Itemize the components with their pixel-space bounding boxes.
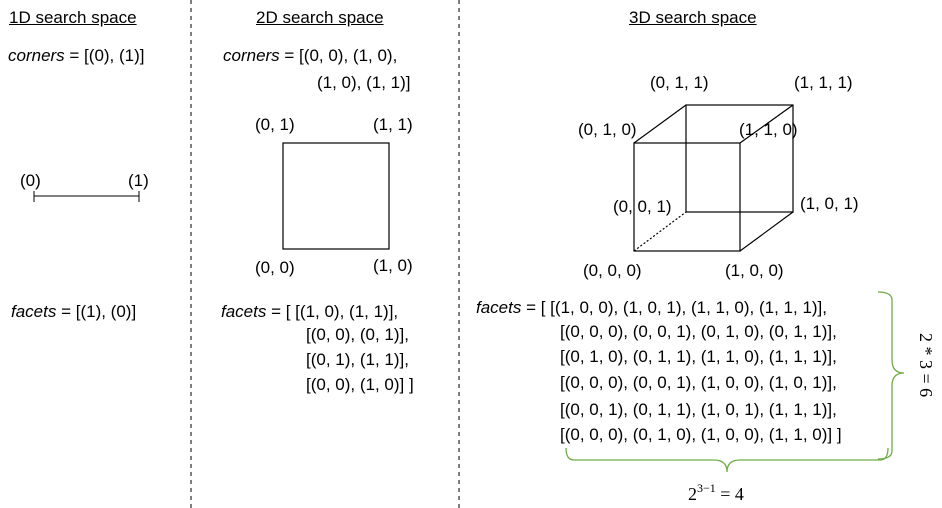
brace-rows xyxy=(877,291,905,460)
cols-count-exponent: 3−1 xyxy=(697,481,716,495)
two-d-corners-line2: (1, 0), (1, 1)] xyxy=(317,73,411,92)
three-d-vertex-101: (1, 0, 1) xyxy=(800,194,859,213)
cols-count-base: 2 xyxy=(688,484,697,504)
two-d-corners-line1: = [(0, 0), (1, 0), xyxy=(279,46,398,65)
three-d-vertex-011: (0, 1, 1) xyxy=(650,73,709,92)
cols-count-formula: 23−1 = 4 xyxy=(688,481,744,506)
two-d-square xyxy=(282,142,390,250)
three-d-vertex-000: (0, 0, 0) xyxy=(583,261,642,280)
brace-cols xyxy=(565,447,889,473)
two-d-vertex-br: (1, 0) xyxy=(373,256,413,275)
cols-count-rest: = 4 xyxy=(715,484,744,504)
one-d-facets: facets = [(1), (0)] xyxy=(11,302,136,322)
rows-count-formula: 2 * 3 = 6 xyxy=(916,333,936,398)
three-d-vertex-010: (0, 1, 0) xyxy=(578,120,637,139)
two-d-vertex-bl: (0, 0) xyxy=(255,258,295,277)
header-2d: 2D search space xyxy=(256,8,384,27)
one-d-corners-label: corners xyxy=(8,46,65,65)
three-d-facets-line3: [(0, 0, 0), (0, 0, 1), (1, 0, 0), (1, 0,… xyxy=(560,373,837,392)
two-d-corners: corners = [(0, 0), (1, 0), xyxy=(223,46,397,66)
two-d-facets-label: facets xyxy=(221,302,267,321)
two-d-facets-line1: [(0, 0), (0, 1)], xyxy=(306,325,409,344)
three-d-facets-line0: facets = [ [(1, 0, 0), (1, 0, 1), (1, 1,… xyxy=(476,298,827,318)
header-3d: 3D search space xyxy=(629,8,757,27)
three-d-facets-line1: [(0, 0, 0), (0, 0, 1), (0, 1, 0), (0, 1,… xyxy=(560,322,837,341)
two-d-facets-line2: [(0, 1), (1, 1)], xyxy=(306,350,409,369)
one-d-facets-value: = [(1), (0)] xyxy=(56,302,137,321)
one-d-segment xyxy=(33,191,140,202)
two-d-vertex-tr: (1, 1) xyxy=(373,115,413,134)
one-d-corners-value: = [(0), (1)] xyxy=(64,46,145,65)
one-d-corners: corners = [(0), (1)] xyxy=(8,46,145,66)
three-d-vertex-100: (1, 0, 0) xyxy=(725,261,784,280)
one-d-facets-label: facets xyxy=(11,302,57,321)
three-d-facets-line4: [(0, 0, 1), (0, 1, 1), (1, 0, 1), (1, 1,… xyxy=(560,400,837,419)
three-d-vertex-111: (1, 1, 1) xyxy=(794,73,853,92)
three-d-facets-label: facets xyxy=(476,298,522,317)
three-d-cube xyxy=(633,104,794,252)
header-1d: 1D search space xyxy=(9,8,137,27)
three-d-vertex-001: (0, 0, 1) xyxy=(613,197,672,216)
two-d-facets-first: = [ [(1, 0), (1, 1)], xyxy=(266,302,399,321)
two-d-corners-label: corners xyxy=(223,46,280,65)
three-d-facets-line2: [(0, 1, 0), (0, 1, 1), (1, 1, 0), (1, 1,… xyxy=(560,347,837,366)
two-d-facets-line0: facets = [ [(1, 0), (1, 1)], xyxy=(221,302,398,322)
one-d-left-label: (0) xyxy=(20,171,41,190)
three-d-facets-first: = [ [(1, 0, 0), (1, 0, 1), (1, 1, 0), (1… xyxy=(521,298,828,317)
three-d-facets-line5: [(0, 0, 0), (0, 1, 0), (1, 0, 0), (1, 1,… xyxy=(560,425,842,444)
one-d-right-label: (1) xyxy=(128,171,149,190)
two-d-vertex-tl: (0, 1) xyxy=(255,115,295,134)
two-d-facets-line3: [(0, 0), (1, 0)] ] xyxy=(306,375,414,394)
three-d-vertex-110: (1, 1, 0) xyxy=(739,120,798,139)
